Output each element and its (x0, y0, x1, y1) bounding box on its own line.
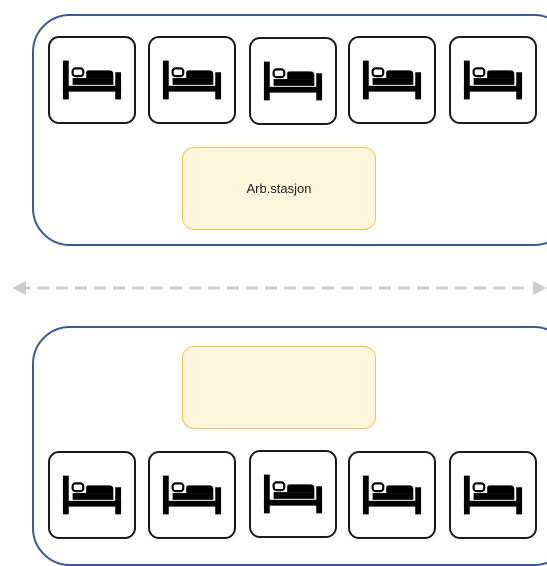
arrowhead-left-icon (12, 281, 26, 295)
bed-icon (449, 36, 537, 124)
bed-icon (148, 451, 236, 539)
bed-icon (449, 451, 537, 539)
bed-icon (249, 450, 337, 538)
bed-icon (348, 36, 436, 124)
bed-icon (348, 451, 436, 539)
arrowhead-right-icon (533, 281, 547, 295)
dashed-double-arrow (12, 281, 547, 295)
bed-icon (148, 36, 236, 124)
work-station (182, 346, 376, 429)
bed-icon (48, 36, 136, 124)
bed-icon (249, 37, 337, 125)
top-ward-room: Arb.stasjon (32, 14, 547, 246)
work-station: Arb.stasjon (182, 147, 376, 230)
work-station-label: Arb.stasjon (246, 181, 312, 196)
bed-icon (48, 451, 136, 539)
bottom-ward-room (32, 326, 547, 566)
